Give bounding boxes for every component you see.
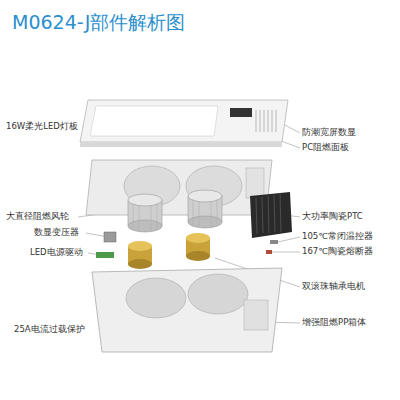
part-label: 16W柔光LED灯板 [6,121,78,132]
part-label: PC阻燃面板 [302,142,349,153]
part-label: 数显变压器 [34,227,79,238]
part-label: 167℃陶瓷熔断器 [302,246,373,257]
mount-frame [86,160,272,215]
led-panel [80,100,288,147]
part-label: LED电源驱动 [30,247,83,258]
part-label: 105℃常闭温控器 [302,231,373,242]
part-label: 25A电流过载保护 [14,324,85,335]
part-label: 大功率陶瓷PTC [302,211,363,222]
part-label: 双滚珠轴承电机 [302,281,365,292]
diagram-title: M0624-J部件解析图 [12,10,185,36]
ptc-heater [250,192,292,254]
motors [128,233,210,269]
pp-housing [92,268,282,352]
part-label: 增强阻燃PP箱体 [302,317,366,328]
part-label: 大直径阻燃风轮 [6,211,69,222]
part-label: 防潮宽屏数显 [302,127,356,138]
fans [128,190,222,232]
